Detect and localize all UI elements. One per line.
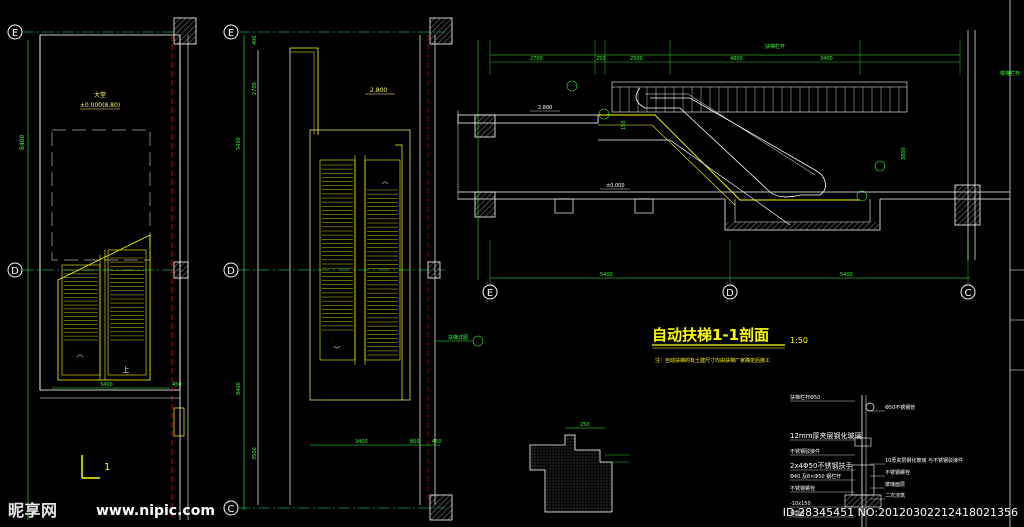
svg-text:8400: 8400 — [236, 382, 242, 395]
axis-bubble-e-left: E — [7, 24, 23, 40]
callout-label: 扶梯详图 — [448, 334, 468, 341]
svg-text:2700: 2700 — [530, 56, 543, 62]
svg-text:4800: 4800 — [730, 56, 743, 62]
svg-text:5400: 5400 — [600, 272, 613, 278]
svg-text:8400: 8400 — [19, 135, 26, 150]
svg-text:3400: 3400 — [100, 382, 113, 388]
axis-bubble-d-left: D — [7, 262, 23, 278]
railing-annotation: Φ50不锈钢管 — [885, 404, 915, 411]
railing-annotation: 不锈钢驳接件 — [790, 448, 820, 455]
railing-annotation: 玻璃面层 — [885, 481, 905, 488]
level-label-left: ±0.000(8.80) — [80, 102, 120, 109]
railing-annotation: 12mm厚夹层钢化玻璃 — [790, 431, 862, 440]
detail-step: 250 — [529, 422, 630, 513]
axis-bubble-e-mid: E — [223, 24, 239, 40]
svg-text:E: E — [487, 288, 493, 299]
svg-text:5400: 5400 — [840, 272, 853, 278]
svg-text:450: 450 — [432, 439, 442, 445]
svg-text:2500: 2500 — [630, 56, 643, 62]
railing-annotation: 10厚夹层钢化玻璃 与不锈钢驳接件 — [885, 457, 963, 464]
svg-text:E: E — [228, 28, 234, 39]
axis-bubble-d-mid: D — [223, 262, 239, 278]
railing-annotation: -10x150 — [790, 501, 811, 507]
svg-text:﹀: ﹀ — [334, 346, 341, 354]
view-number-marker: 1 — [81, 455, 110, 479]
plan-middle: E D C 400 2700 5400 8400 3500 2.800 — [223, 17, 484, 521]
railing-annotation: Φ40 及8×Φ50 钢栏杆 — [790, 473, 841, 480]
room-label: 大堂 — [94, 91, 106, 99]
svg-text:2700: 2700 — [252, 82, 258, 95]
escalator-plan-left: ︿ 上 — [57, 234, 151, 381]
svg-text:5400: 5400 — [236, 137, 242, 150]
svg-text:D: D — [227, 266, 235, 277]
escalator-section — [598, 81, 908, 226]
svg-text:250: 250 — [596, 56, 606, 62]
railing-annotation: 扶梯栏杆Φ50 — [790, 394, 820, 401]
railing-annotation: 不锈钢螺栓 — [790, 485, 815, 492]
svg-text:450: 450 — [172, 382, 182, 388]
svg-text:3800: 3800 — [901, 147, 907, 160]
section-1-1: 2700 250 2500 4800 3400 扶梯栏杆 楼梯栏杆 — [457, 30, 1020, 364]
svg-text:1: 1 — [104, 462, 110, 473]
svg-text:D: D — [726, 288, 734, 299]
railing-annotation: 2x4Φ50不锈钢扶手 — [790, 461, 852, 470]
svg-text:︿: ︿ — [382, 177, 389, 185]
axis-bubble-c-section: C — [960, 284, 976, 300]
svg-text:D: D — [11, 266, 19, 277]
escalator-plan-mid: ︿ ﹀ — [309, 129, 411, 401]
svg-text:︿: ︿ — [77, 350, 84, 358]
railing-annotation: 不锈钢螺栓 — [885, 469, 910, 476]
axis-bubble-c-mid: C — [223, 500, 239, 516]
svg-text:3500: 3500 — [252, 447, 258, 460]
svg-text:3400: 3400 — [355, 439, 368, 445]
watermark-url: www.nipic.com — [96, 503, 215, 519]
svg-text:E: E — [12, 28, 18, 39]
svg-text:150: 150 — [621, 120, 627, 130]
axis-bubble-d-section: D — [722, 284, 738, 300]
svg-text:250: 250 — [580, 422, 590, 428]
svg-text:400: 400 — [252, 35, 258, 45]
section-note: 注：自动扶梯的有土建尺寸均由扶梯厂家确定后施工 — [655, 357, 770, 364]
svg-text:2.800: 2.800 — [538, 105, 552, 111]
svg-text:上: 上 — [123, 365, 130, 374]
svg-text:±0.000: ±0.000 — [606, 183, 625, 189]
section-title: 自动扶梯1-1剖面 — [652, 326, 769, 344]
plan-left: E D 8400 大堂 ±0.000(8.80) — [7, 17, 197, 520]
railing-annotation: 预埋件 — [790, 510, 805, 517]
svg-text:800: 800 — [410, 439, 420, 445]
image-id: ID:28345451 NO:20120302212418021356 — [782, 506, 1018, 519]
svg-text:C: C — [228, 504, 235, 515]
svg-text:3400: 3400 — [820, 56, 833, 62]
svg-text:扶梯栏杆: 扶梯栏杆 — [765, 43, 785, 50]
section-scale: 1:50 — [790, 336, 808, 345]
axis-bubble-e-section: E — [482, 284, 498, 300]
svg-text:C: C — [965, 288, 972, 299]
watermark-logo: 昵享网 — [8, 501, 58, 520]
level-label-mid: 2.800 — [370, 87, 387, 94]
railing-annotation: 二次浇筑 — [885, 492, 905, 499]
